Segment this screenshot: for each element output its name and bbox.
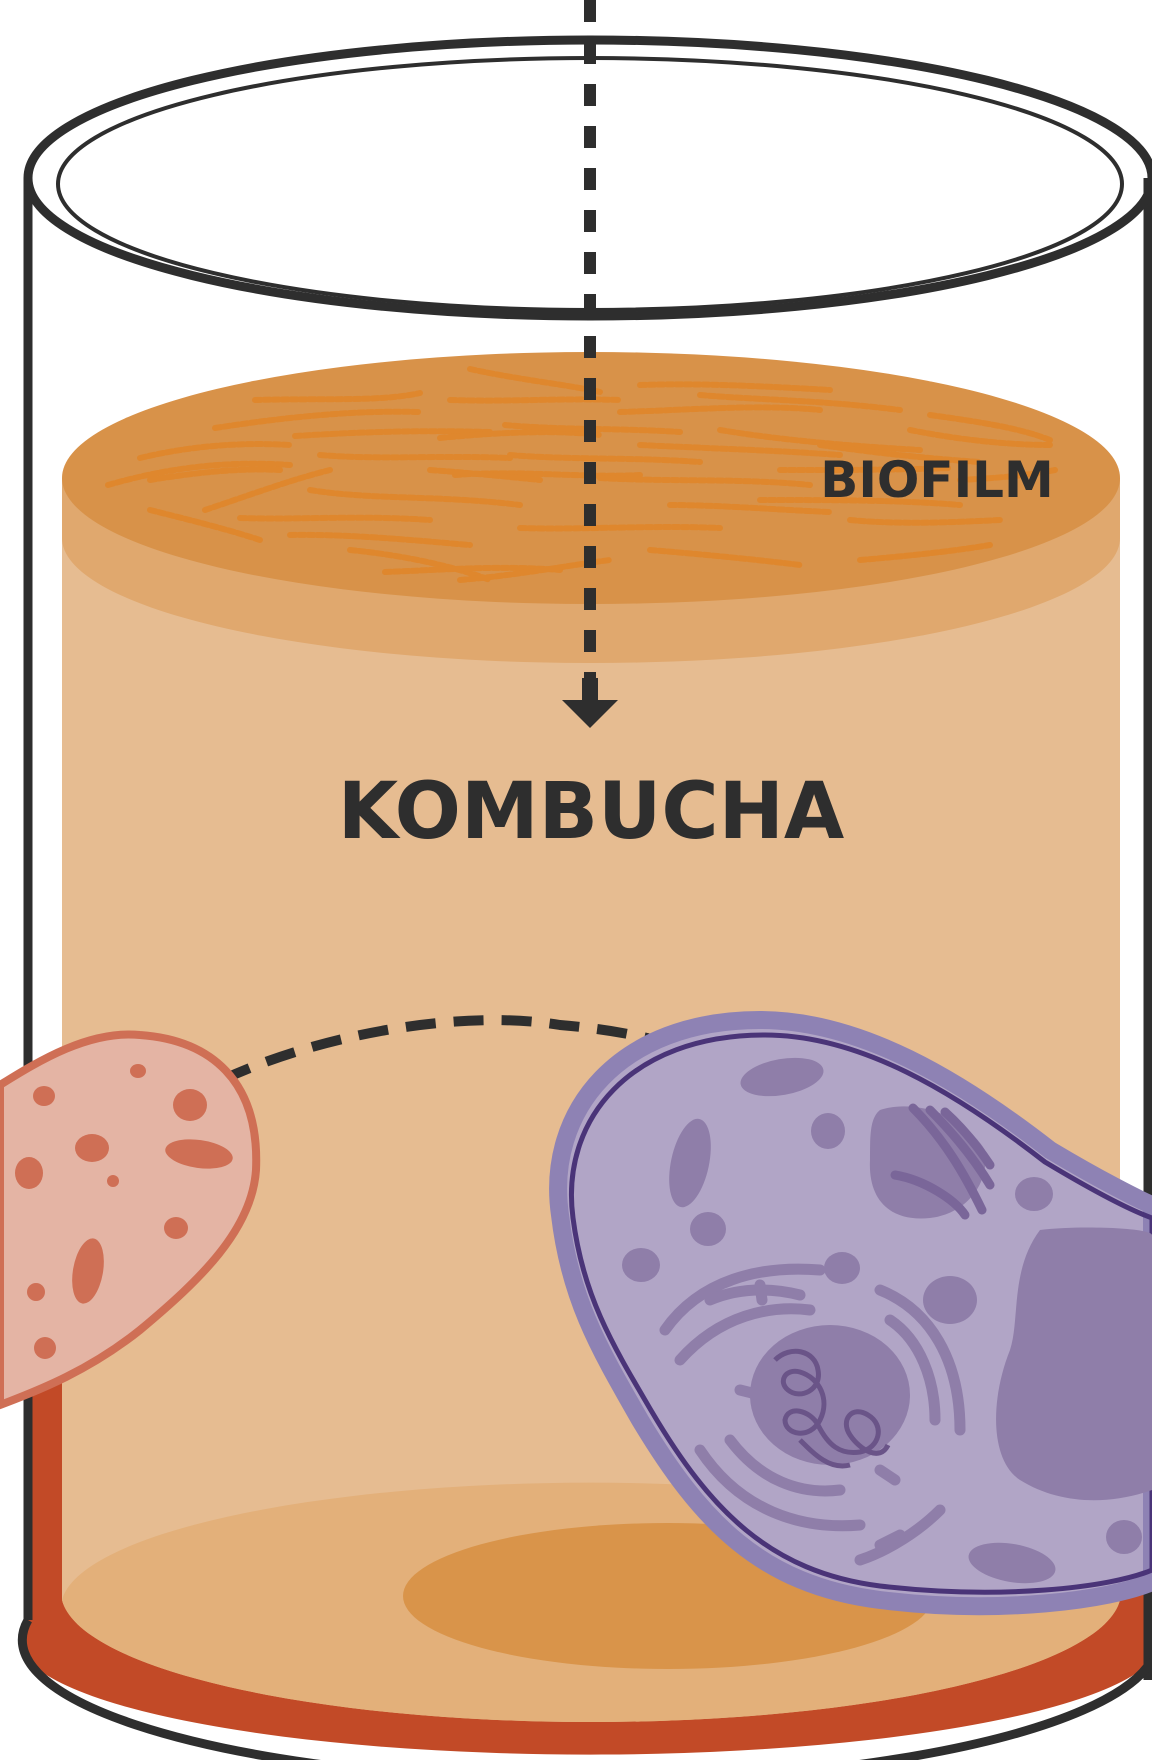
kombucha-label: KOMBUCHA xyxy=(338,767,845,857)
biofilm-label: BIOFILM xyxy=(820,451,1054,509)
